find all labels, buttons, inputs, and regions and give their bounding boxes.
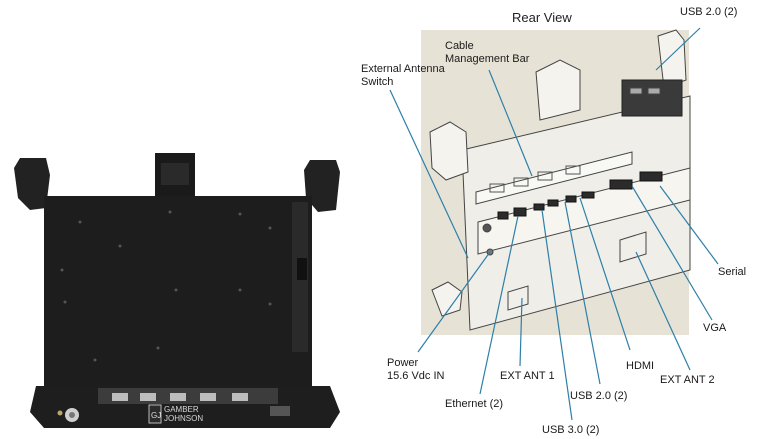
- callout-ethernet: Ethernet (2): [445, 398, 503, 411]
- callout-ext-ant-2-line-1: EXT ANT 2: [660, 374, 715, 386]
- release-lever: [270, 406, 290, 416]
- callout-antenna-switch-line-1: External Antenna: [361, 63, 445, 75]
- callout-power: Power 15.6 Vdc IN: [387, 357, 444, 383]
- callout-serial-line-1: Serial: [718, 266, 747, 278]
- callout-ext-ant-2: EXT ANT 2: [660, 374, 715, 387]
- callout-ext-ant-1: EXT ANT 1: [500, 370, 555, 383]
- callout-usb30: USB 3.0 (2): [542, 424, 599, 437]
- callout-power-line-1: Power: [387, 357, 419, 369]
- callout-usb30-line-1: USB 3.0 (2): [542, 424, 600, 436]
- callout-usb20-top-line-1: USB 2.0 (2): [680, 6, 738, 18]
- callout-cable-bar-line-2: Management Bar: [445, 53, 530, 65]
- gamber-johnson-logo-icon: [148, 404, 162, 424]
- logo-line-2: JOHNSON: [164, 414, 204, 423]
- callout-vga: VGA: [703, 322, 726, 335]
- callout-hdmi: HDMI: [626, 360, 654, 373]
- right-grip: [304, 160, 340, 212]
- callout-antenna-switch-line-2: Switch: [361, 76, 394, 88]
- callout-serial: Serial: [718, 266, 746, 279]
- callout-vga-line-1: VGA: [703, 322, 727, 334]
- callout-usb20-top: USB 2.0 (2): [680, 6, 737, 19]
- callout-usb20-bottom: USB 2.0 (2): [570, 390, 627, 403]
- callout-hdmi-line-1: HDMI: [626, 360, 655, 372]
- callout-ethernet-line-1: Ethernet (2): [445, 398, 504, 410]
- rear-left-grip: [429, 121, 469, 181]
- callout-cable-bar-line-1: Cable: [445, 40, 474, 52]
- logo-line-1: GAMBER: [164, 405, 199, 414]
- logo-text: GAMBER JOHNSON: [164, 405, 203, 423]
- logo-mark: GJ: [151, 411, 162, 420]
- rear-top-clamp: [535, 59, 581, 121]
- diagram-title: Rear View: [512, 10, 572, 25]
- callout-power-line-2: 15.6 Vdc IN: [387, 370, 445, 382]
- callout-leaders: [389, 27, 719, 421]
- callout-cable-management-bar: Cable Management Bar: [445, 40, 529, 66]
- left-grip: [14, 158, 50, 210]
- callout-usb20-bottom-line-1: USB 2.0 (2): [570, 390, 628, 402]
- callout-ext-ant-1-line-1: EXT ANT 1: [500, 370, 555, 382]
- dock-back-plate: [44, 196, 312, 396]
- callout-external-antenna-switch: External Antenna Switch: [361, 63, 445, 89]
